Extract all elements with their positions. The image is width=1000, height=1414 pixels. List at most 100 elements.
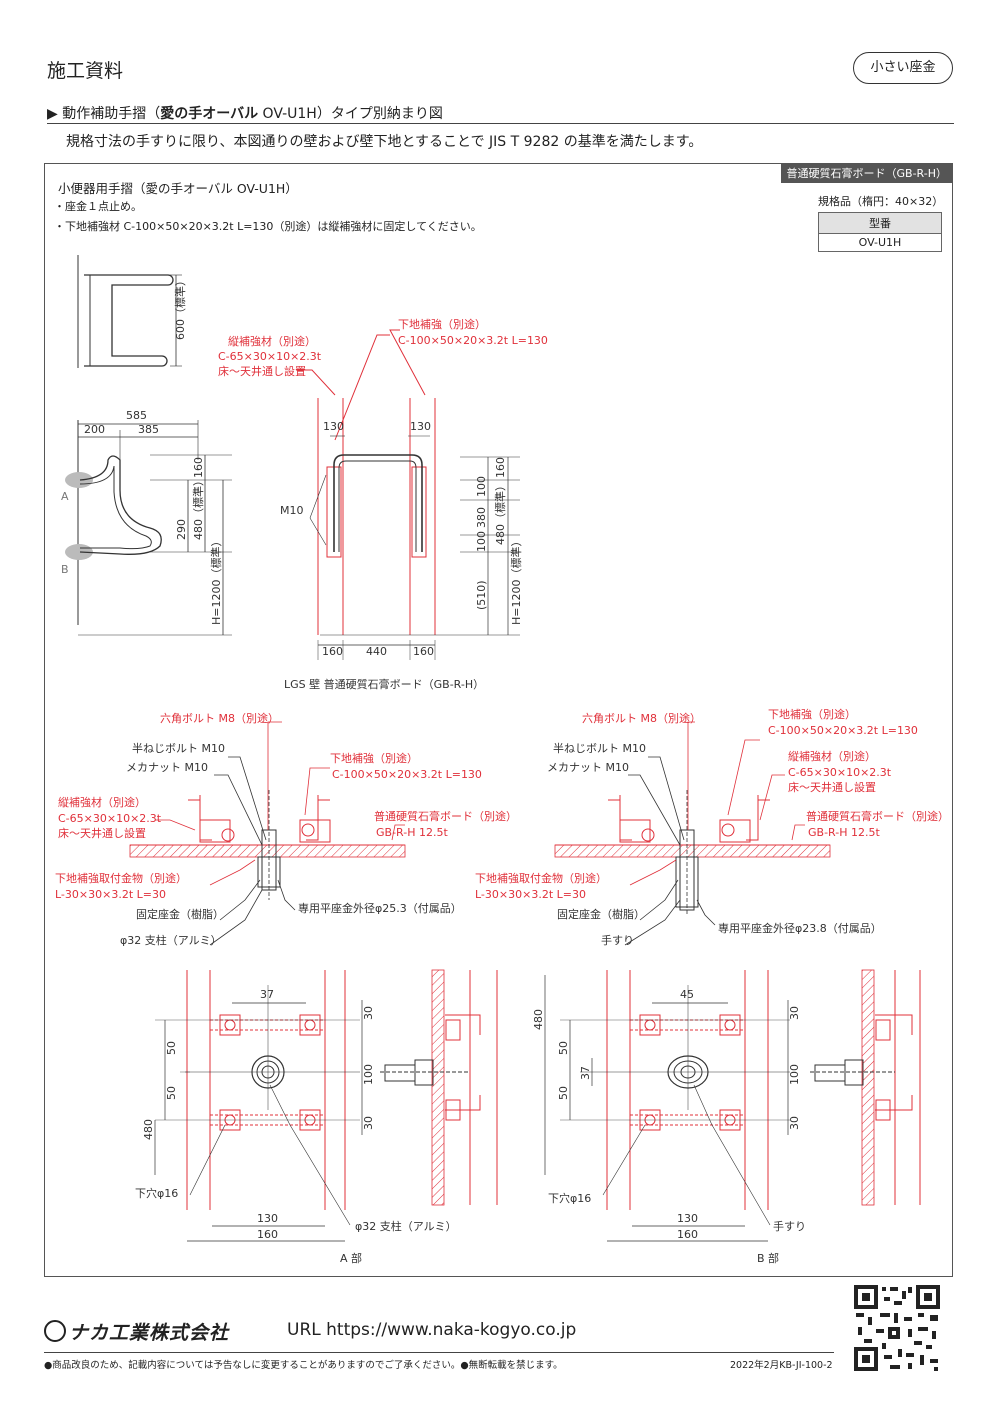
da-d37: 37 [260, 988, 274, 1001]
front-w160b: 160 [413, 645, 434, 658]
da-d50b: 50 [165, 1086, 178, 1100]
da-w130: 130 [257, 1212, 278, 1225]
front-d380: 380 [475, 507, 488, 528]
sa-board: 普通硬質石膏ボード（別途） [374, 809, 517, 823]
front-d100a: 100 [475, 476, 488, 497]
front-d160: 160 [494, 457, 507, 478]
sb-tate-note: 床〜天井通し設置 [788, 780, 876, 794]
detail-a-drawing [154, 969, 498, 1242]
spec-caption: 規格品（楕円：40×32） [818, 195, 944, 208]
sb-tate-spec: C-65×30×10×2.3t [788, 766, 892, 779]
db-d30b: 30 [788, 1116, 801, 1130]
sa-tate-spec: C-65×30×10×2.3t [58, 812, 162, 825]
db-hole: 下穴φ16 [548, 1191, 591, 1205]
front-tate-spec: C-65×30×10×2.3t [218, 350, 322, 363]
intro-text: 規格寸法の手すりに限り、本図通りの壁および壁下地とすることで JIS T 928… [66, 134, 703, 150]
da-d100: 100 [362, 1064, 375, 1085]
sb-half: 半ねじボルト M10 [553, 741, 646, 755]
qr-code-icon[interactable] [852, 1283, 942, 1373]
sb-hex: 六角ボルト M8（別途） [582, 711, 701, 725]
category-badge: 小さい座金 [853, 52, 953, 84]
company-name: ナカ工業株式会社 [69, 1322, 230, 1344]
sa-tate: 縦補強材（別途） [58, 795, 146, 809]
front-elevation [296, 329, 520, 660]
front-tate-note: 床〜天井通し設置 [218, 364, 306, 378]
spec-header: 型番 [818, 212, 942, 234]
heading-prefix: 動作補助手摺（ [62, 106, 161, 122]
section-b-drawing [554, 721, 831, 946]
panel-title: 小便器用手摺（愛の手オーバル OV-U1H） [58, 181, 298, 196]
side-elevation [65, 255, 232, 636]
spec-table: 規格品（楕円：40×32） 型番 OV-U1H [818, 193, 944, 252]
sa-fitting-spec: L-30×30×3.2t L=30 [55, 888, 166, 901]
sa-board-spec: GB-R-H 12.5t [376, 826, 448, 839]
sb-tate: 縦補強材（別途） [788, 749, 876, 763]
dim-385: 385 [138, 423, 159, 436]
da-d30b: 30 [362, 1116, 375, 1130]
panel-note-1: ・座金１点止め。 [54, 200, 142, 213]
sb-board: 普通硬質石膏ボード（別途） [806, 809, 949, 823]
heading-suffix: OV-U1H）タイプ別納まり図 [258, 106, 443, 122]
da-d30a: 30 [362, 1006, 375, 1020]
label-b: B [61, 563, 69, 576]
db-d37: 37 [579, 1066, 592, 1080]
db-d45: 45 [680, 988, 694, 1001]
front-dh: H=1200（標準） [509, 536, 523, 625]
front-w440: 440 [366, 645, 387, 658]
front-shita: 下地補強（別途） [398, 317, 486, 331]
sa-washer: 専用平座金外径φ25.3（付属品） [298, 901, 462, 915]
da-hole: 下穴φ16 [135, 1186, 178, 1200]
spec-value: OV-U1H [818, 233, 942, 252]
section-b-text: 六角ボルト M8（別途） 半ねじボルト M10 メカナット M10 下地補強（別… [475, 707, 949, 947]
dim-h1200: H=1200（標準） [209, 536, 223, 625]
front-d130a: 130 [323, 420, 344, 433]
db-d100: 100 [788, 1064, 801, 1085]
sa-nut: メカナット M10 [126, 761, 208, 774]
section-a-text: 六角ボルト M8（別途） 半ねじボルト M10 メカナット M10 下地補強（別… [55, 711, 517, 947]
detail-b-text: 45 50 37 50 480 30 100 30 下穴φ16 130 160 … [532, 988, 806, 1265]
da-w160: 160 [257, 1228, 278, 1241]
front-w160a: 160 [322, 645, 343, 658]
section-rule [47, 123, 954, 124]
front-d510: (510) [475, 580, 488, 610]
sa-shita-spec: C-100×50×20×3.2t L=130 [332, 768, 482, 781]
front-shita-spec: C-100×50×20×3.2t L=130 [398, 334, 548, 347]
db-w130: 130 [677, 1212, 698, 1225]
section-heading: ▶ 動作補助手摺（愛の手オーバル OV-U1H）タイプ別納まり図 [47, 103, 443, 123]
footer-note: ●商品改良のため、記載内容については予告なしに変更することがありますのでご了承く… [44, 1360, 563, 1371]
front-elevation-text: 縦補強材（別途） C-65×30×10×2.3t 床〜天井通し設置 下地補強（別… [218, 317, 548, 691]
dim-290: 290 [175, 519, 188, 540]
sb-board-spec: GB-R-H 12.5t [808, 826, 880, 839]
triangle-marker-icon: ▶ [47, 106, 58, 122]
section-a-drawing [129, 721, 406, 946]
db-d30a: 30 [788, 1006, 801, 1020]
doc-code: 2022年2月KB-JI-100-2 [730, 1360, 833, 1371]
sa-half: 半ねじボルト M10 [132, 741, 225, 755]
panel-note-2: ・下地補強材 C-100×50×20×3.2t L=130（別途）は縦補強材に固… [54, 220, 482, 233]
page-title: 施工資料 [47, 60, 124, 82]
db-w160: 160 [677, 1228, 698, 1241]
label-a: A [61, 490, 69, 503]
footer-url[interactable]: URL https://www.naka-kogyo.co.jp [287, 1320, 577, 1340]
sb-washer: 専用平座金外径φ23.8（付属品） [718, 921, 882, 935]
sa-shita: 下地補強（別途） [330, 751, 418, 765]
detail-a-text: 37 50 50 480 30 100 30 下穴φ16 130 160 φ32… [135, 988, 457, 1265]
sb-fixed: 固定座金（樹脂） [557, 907, 645, 921]
front-d100b: 100 [475, 531, 488, 552]
front-d480: 480（標準） [493, 480, 507, 545]
front-caption: LGS 壁 普通硬質石膏ボード（GB-R-H） [284, 677, 484, 691]
db-caption: B 部 [757, 1251, 779, 1265]
sb-shita-spec: C-100×50×20×3.2t L=130 [768, 724, 918, 737]
da-d480: 480 [142, 1119, 155, 1140]
sb-rail: 手すり [601, 933, 634, 947]
sa-fitting: 下地補強取付金物（別途） [55, 871, 187, 885]
sb-nut: メカナット M10 [547, 761, 629, 774]
board-label: 普通硬質石膏ボード（GB-R-H） [780, 163, 953, 183]
da-caption: A 部 [340, 1251, 362, 1265]
db-d50a: 50 [557, 1041, 570, 1055]
footer-rule [44, 1352, 834, 1353]
logo-mark-icon [44, 1320, 66, 1342]
sb-shita: 下地補強（別途） [768, 707, 856, 721]
sa-fixed: 固定座金（樹脂） [136, 907, 224, 921]
dim-585: 585 [126, 409, 147, 422]
